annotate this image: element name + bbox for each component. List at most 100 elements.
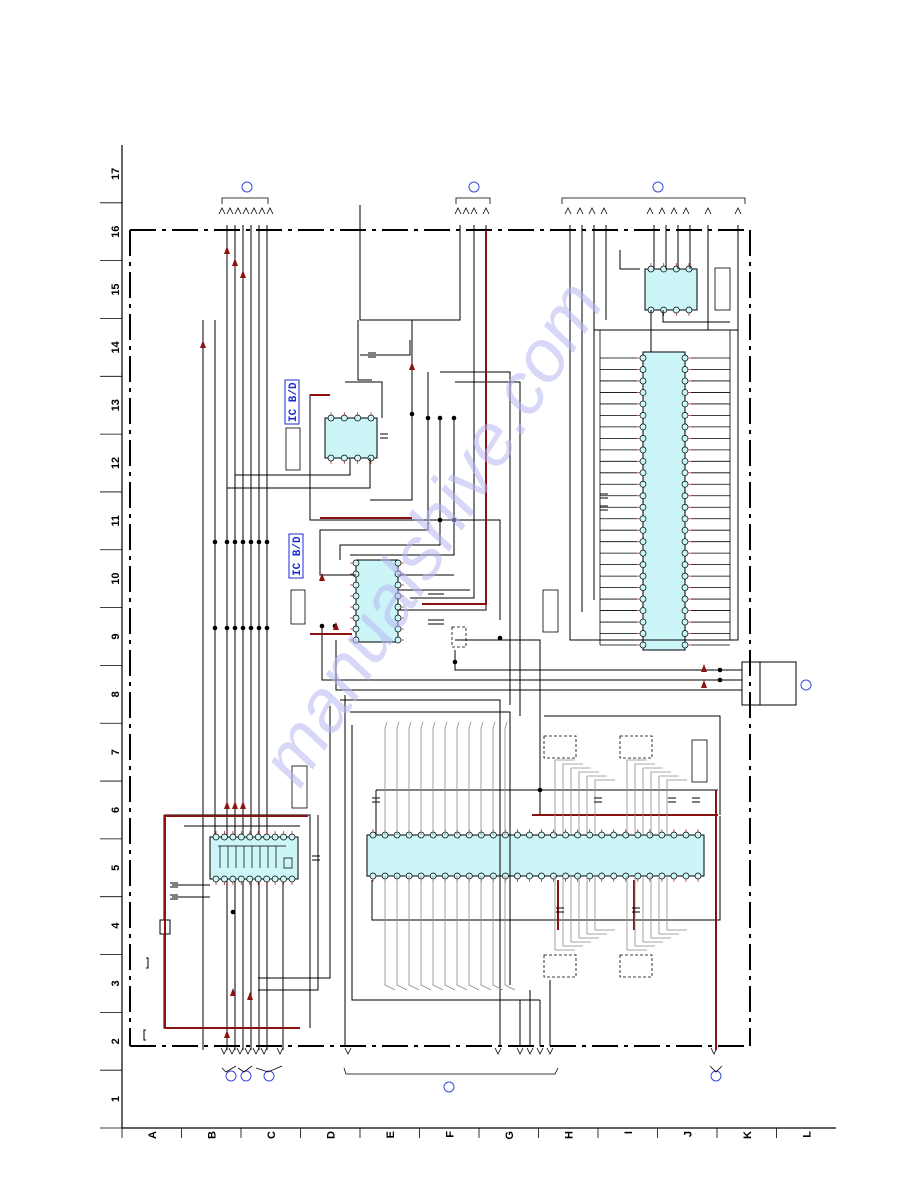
row-label-A: A	[147, 1131, 159, 1139]
signal-wire	[626, 876, 647, 951]
signal-wire	[594, 876, 615, 931]
junction-dot	[264, 625, 270, 631]
column-label-6: 6	[110, 807, 122, 813]
ic-pin	[639, 584, 647, 591]
ic-pin	[639, 630, 647, 637]
ic-pin	[550, 872, 557, 880]
ic-pin	[639, 549, 647, 557]
ic-pin	[271, 833, 279, 841]
ic-pin	[221, 875, 228, 883]
ic-pin	[514, 831, 521, 839]
signal-wire	[432, 876, 444, 991]
connector-arrow	[266, 207, 274, 215]
ic-pin	[574, 831, 581, 839]
connector-arrow	[564, 207, 572, 215]
row-label-C: C	[266, 1131, 278, 1139]
connector-arrow	[258, 207, 266, 215]
ic-pin	[367, 414, 375, 422]
signal-wire	[658, 775, 679, 835]
ic-pin	[681, 435, 689, 442]
signal-wire	[666, 779, 687, 835]
column-label-15: 15	[110, 283, 122, 295]
ic-pin	[639, 561, 647, 568]
junction-dot	[232, 539, 238, 545]
ic-tall-right-pins	[637, 354, 691, 649]
ic-pin	[514, 872, 521, 880]
bottom-connector-arrows	[220, 1047, 718, 1055]
ic-pin	[367, 454, 375, 462]
signal-wire	[554, 876, 575, 951]
connector-arrow	[588, 207, 596, 215]
ic-pin	[681, 412, 689, 419]
junction-dot	[224, 539, 230, 545]
ic-pin	[681, 492, 689, 500]
ic-pin	[639, 492, 647, 500]
signal-wire	[456, 876, 468, 991]
ic-pin	[639, 595, 647, 603]
signal-wire	[468, 876, 480, 991]
ic-tall-right	[637, 351, 691, 651]
ic-pin	[352, 559, 360, 567]
row-label-I: I	[623, 1131, 635, 1134]
ic-pin	[681, 503, 689, 511]
ic-pin	[327, 454, 335, 462]
ic-pin	[681, 561, 689, 568]
ic-pin	[254, 875, 262, 883]
right-outer-wiring	[569, 225, 797, 706]
ic-pin	[634, 831, 642, 839]
ic-middle	[350, 559, 404, 644]
ic-pin	[586, 831, 594, 839]
column-label-13: 13	[110, 399, 122, 411]
signal-wire	[468, 721, 472, 835]
ic-pin	[526, 831, 533, 839]
connector-arrow	[576, 207, 584, 215]
signal-wire	[408, 876, 420, 991]
ic-pin	[229, 875, 237, 883]
junction-dot	[264, 539, 270, 545]
ic-pin	[212, 875, 220, 883]
ic-pin	[562, 831, 569, 839]
ic-pin	[246, 875, 254, 883]
signal-wire	[570, 767, 591, 835]
bracket-marks	[143, 957, 149, 1041]
power-wires	[164, 230, 718, 1050]
connector-arrow	[658, 207, 666, 215]
ic-pin	[670, 872, 678, 880]
label-boxes	[285, 267, 731, 809]
signal-wire	[626, 759, 647, 835]
signal-wire	[432, 721, 436, 835]
signal-wire	[504, 876, 516, 991]
ic-large-bottom	[366, 829, 705, 882]
ic-pin	[682, 872, 690, 880]
column-label-12: 12	[110, 457, 122, 469]
signal-wire	[554, 759, 575, 835]
ic-pin	[685, 265, 693, 273]
direction-marker	[319, 573, 325, 581]
ic-pin	[658, 872, 666, 880]
ic-pin	[639, 366, 647, 373]
ic-pin	[246, 833, 254, 841]
junction-dot	[212, 539, 218, 545]
column-label-10: 10	[110, 573, 122, 585]
ic-pin	[639, 480, 647, 488]
ic-small-top-right-pins	[647, 263, 693, 316]
ic-pin	[639, 515, 647, 523]
connector-arrow	[234, 207, 242, 215]
signal-wire	[456, 721, 460, 835]
ic-pin	[538, 831, 545, 839]
ic-pin	[681, 538, 689, 546]
ic-pin	[646, 831, 654, 839]
column-label-8: 8	[110, 691, 122, 697]
signal-wire	[396, 876, 408, 991]
ic-pin	[280, 875, 287, 883]
ic-pin	[670, 831, 678, 839]
signal-wire	[562, 763, 583, 835]
ic-pin	[639, 538, 647, 546]
direction-marker	[333, 622, 339, 630]
direction-marker	[409, 362, 415, 370]
ic-pin	[352, 603, 360, 611]
ic-pin	[681, 515, 689, 523]
column-label-14: 14	[110, 340, 122, 353]
ic-pin	[639, 607, 647, 614]
